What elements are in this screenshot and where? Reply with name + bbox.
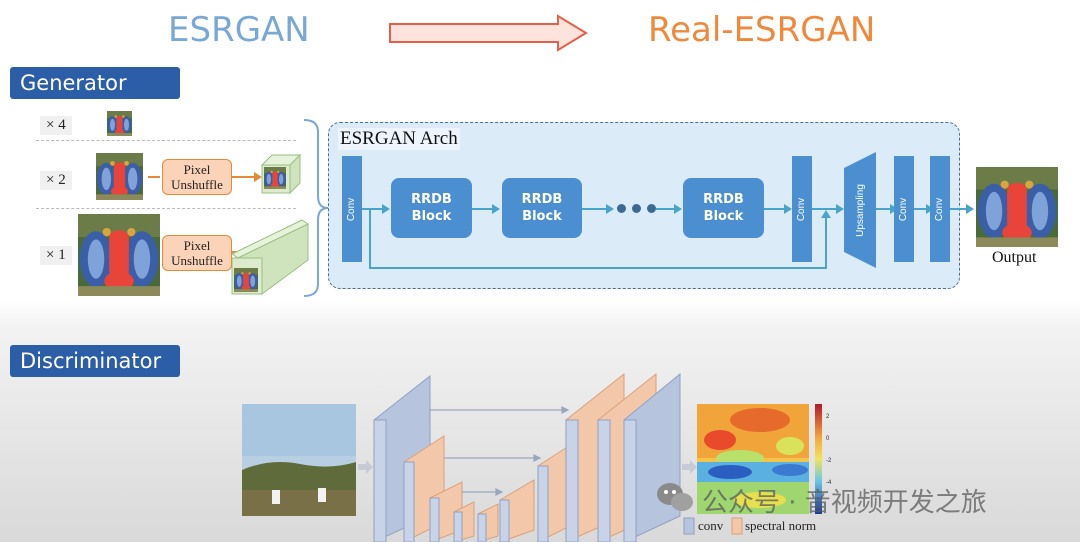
conv-layer: Conv [930, 156, 950, 262]
wechat-icon [657, 483, 693, 511]
watermark-text: 公众号 · 音视频开发之旅 [702, 488, 987, 518]
heatmap-output [697, 404, 809, 514]
colorbar-tick: 2 [826, 414, 830, 420]
upsampling-block [844, 152, 876, 268]
legend-conv-swatch [683, 517, 695, 535]
colorbar [815, 404, 822, 514]
rrdb-block: RRDB Block [502, 178, 582, 238]
pixel-unshuffle-box: Pixel Unshuffle [162, 235, 232, 271]
colorbar-tick: 0 [826, 436, 830, 442]
conv-layer: Conv [792, 156, 812, 262]
right-arrow-icon [389, 14, 588, 52]
colorbar-tick: -2 [826, 458, 832, 464]
conv-layer: Conv [342, 156, 362, 262]
row-divider [36, 208, 296, 209]
esrgan-title: ESRGAN [168, 10, 310, 50]
colorbar-ticks: 2 0 -2 -4 [826, 406, 831, 494]
ellipsis-dot [632, 204, 641, 213]
ellipsis-dot [617, 204, 626, 213]
rrdb-block: RRDB Block [391, 178, 472, 238]
unet-encoder [373, 372, 681, 542]
row-divider [36, 140, 296, 141]
discriminator-label: Discriminator [10, 345, 180, 377]
colorbar-tick: -4 [826, 480, 832, 486]
legend-spectral-norm-swatch [731, 517, 743, 535]
real-esrgan-title: Real-ESRGAN [648, 10, 876, 50]
generator-label: Generator [10, 67, 180, 99]
conv-layer: Conv [894, 156, 914, 262]
legend-conv-label: conv [698, 518, 724, 533]
legend-spectral-norm-label: spectral norm [745, 518, 817, 533]
scale-label-x4: × 4 [40, 116, 72, 135]
rrdb-block: RRDB Block [683, 178, 764, 238]
scale-label-x2: × 2 [40, 171, 72, 190]
output-label: Output [992, 249, 1037, 266]
esrgan-arch-title: ESRGAN Arch [338, 128, 460, 150]
pixel-unshuffle-box: Pixel Unshuffle [162, 159, 232, 195]
scale-label-x1: × 1 [40, 246, 72, 265]
ellipsis-dot [647, 204, 656, 213]
input-photo [242, 404, 356, 516]
